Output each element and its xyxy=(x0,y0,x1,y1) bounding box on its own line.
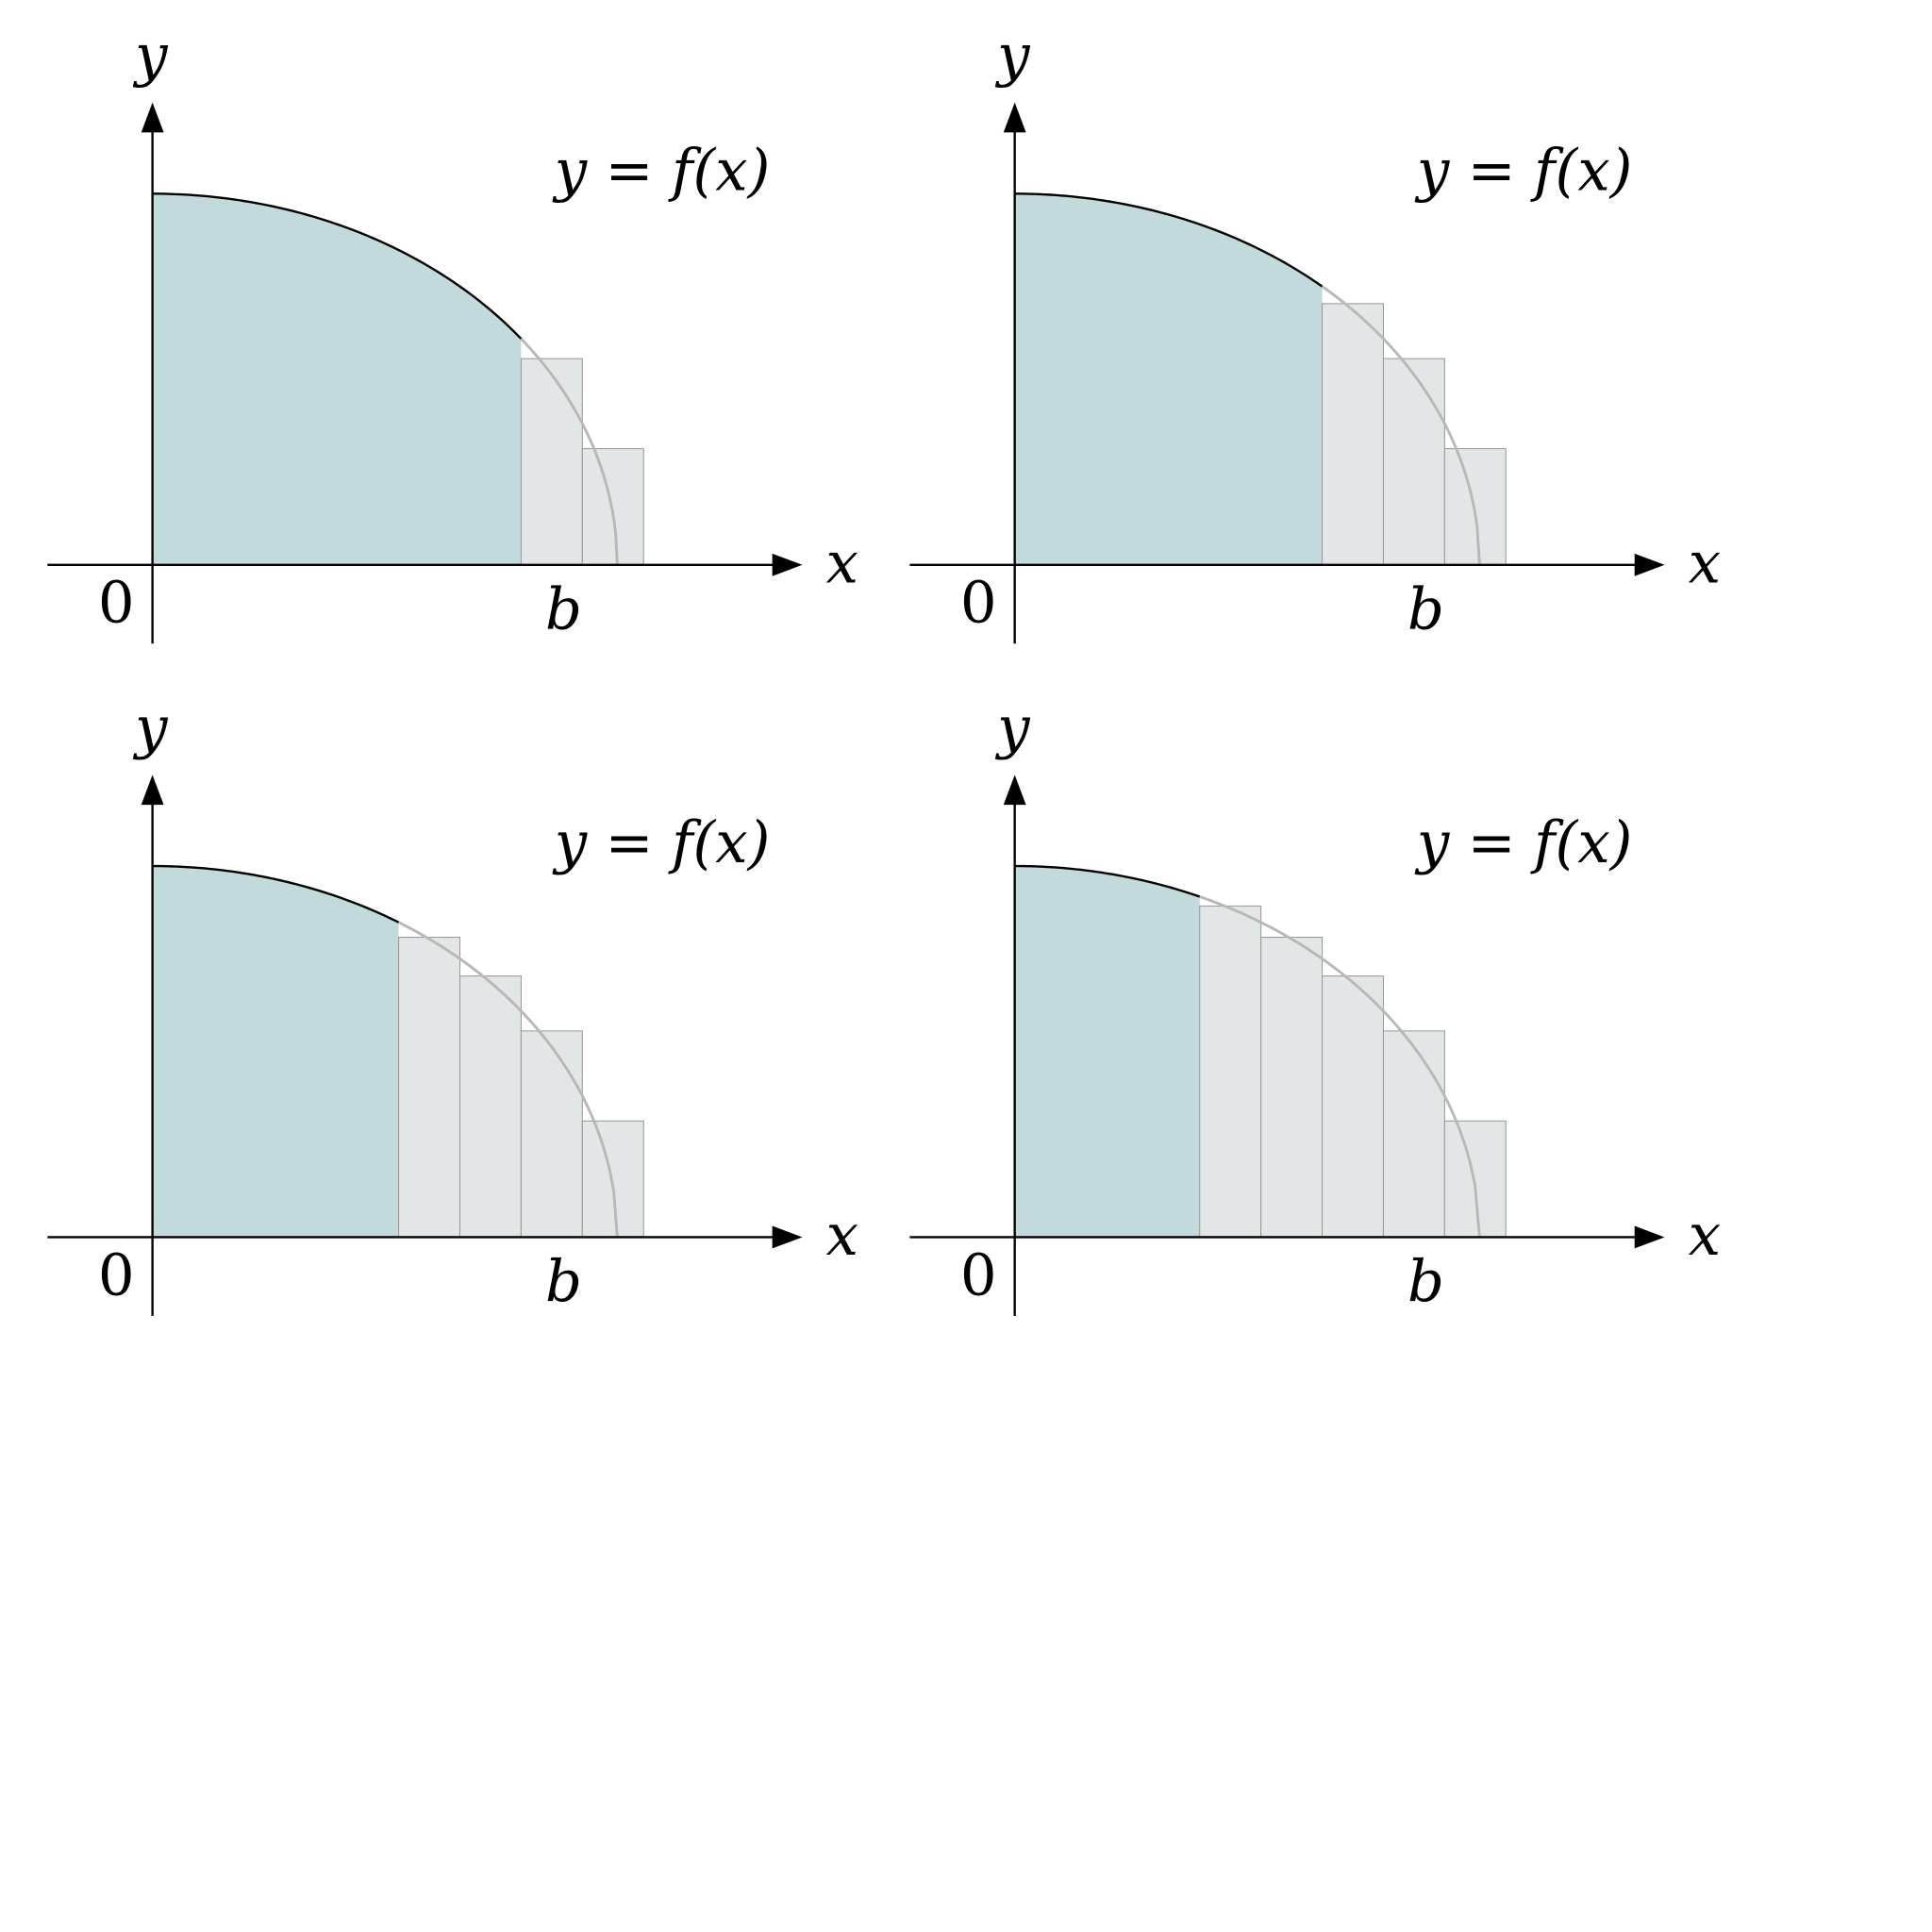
approximation-rectangle xyxy=(1260,937,1324,1238)
approximation-rectangle xyxy=(1382,358,1445,566)
origin-label: 0 xyxy=(98,1241,135,1308)
y-axis-label: y xyxy=(994,22,1031,89)
shaded-area-region xyxy=(152,193,522,565)
x-axis-label: x xyxy=(826,1202,858,1269)
b-label: b xyxy=(1407,1248,1444,1315)
x-axis-label: x xyxy=(1689,1202,1721,1269)
curve-y-equals-f-of-x xyxy=(1014,864,1201,898)
panel-bottom-left: y x 0 b y = f(x) xyxy=(47,694,858,1316)
y-axis-label: y xyxy=(132,22,169,89)
y-axis-arrow-icon xyxy=(141,774,164,806)
approximation-rectangle xyxy=(581,1120,644,1238)
faded-curve-segment xyxy=(1199,895,1481,1238)
x-axis-arrow-icon xyxy=(772,1225,803,1249)
y-axis-label: y xyxy=(132,694,169,761)
shaded-area-region xyxy=(152,866,399,1238)
origin-label: 0 xyxy=(960,570,997,637)
shaded-area-region xyxy=(1014,866,1200,1238)
x-axis-label: x xyxy=(1689,529,1721,596)
approximation-rectangle xyxy=(1322,303,1384,566)
shaded-area-region xyxy=(1014,193,1323,565)
curve-y-equals-f-of-x xyxy=(152,864,400,924)
faded-curve-segment xyxy=(1321,285,1481,565)
function-equation-label: y = f(x) xyxy=(1414,137,1633,204)
approximation-rectangle xyxy=(1443,1120,1507,1238)
panel-top-right: y x 0 b y = f(x) xyxy=(909,22,1721,644)
approximation-rectangle xyxy=(398,937,461,1238)
approximation-rectangle xyxy=(520,1030,583,1238)
approximation-rectangle xyxy=(458,975,522,1238)
function-equation-label: y = f(x) xyxy=(552,137,771,204)
y-axis-arrow-icon xyxy=(141,102,164,133)
curve-y-equals-f-of-x xyxy=(152,192,523,340)
faded-curve-segment xyxy=(520,338,619,565)
y-axis-arrow-icon xyxy=(1003,774,1026,806)
y-axis-label: y xyxy=(994,694,1031,761)
x-axis-arrow-icon xyxy=(1634,1225,1665,1249)
x-axis-arrow-icon xyxy=(772,553,803,576)
origin-label: 0 xyxy=(960,1241,997,1308)
approximation-rectangle xyxy=(1382,1030,1445,1238)
approximation-rectangle xyxy=(1199,905,1262,1238)
approximation-rectangle xyxy=(520,358,583,566)
b-label: b xyxy=(545,575,582,642)
x-axis-arrow-icon xyxy=(1634,553,1665,576)
panel-top-left: y x 0 b y = f(x) xyxy=(47,22,858,644)
faded-curve-segment xyxy=(397,921,619,1238)
approximation-rectangle xyxy=(1322,975,1384,1238)
b-label: b xyxy=(1407,575,1444,642)
x-axis-label: x xyxy=(826,529,858,596)
function-equation-label: y = f(x) xyxy=(552,809,771,876)
function-equation-label: y = f(x) xyxy=(1414,809,1633,876)
y-axis-arrow-icon xyxy=(1003,102,1026,133)
origin-label: 0 xyxy=(98,570,135,637)
curve-y-equals-f-of-x xyxy=(1014,192,1324,288)
panel-bottom-right: y x 0 b y = f(x) xyxy=(909,694,1721,1316)
b-label: b xyxy=(545,1248,582,1315)
